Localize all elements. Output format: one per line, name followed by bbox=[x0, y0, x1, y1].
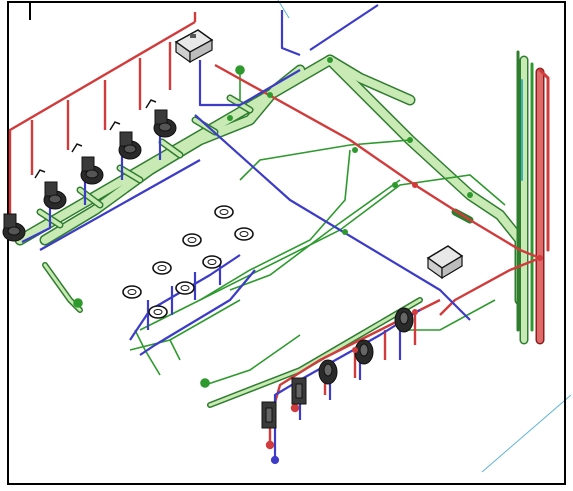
toilet-icon bbox=[2, 213, 26, 242]
washbasin-icon bbox=[214, 205, 234, 219]
washbasin-icon bbox=[148, 305, 168, 319]
washbasin-cluster bbox=[122, 205, 254, 319]
toilet-icon bbox=[118, 131, 142, 160]
urinal-icon bbox=[394, 307, 414, 333]
washbasin-icon bbox=[202, 255, 222, 269]
pipe-fittings bbox=[227, 57, 473, 235]
washbasin-icon bbox=[175, 281, 195, 295]
urinal-icon bbox=[261, 401, 277, 429]
washbasin-icon bbox=[122, 285, 142, 299]
toilet-icon bbox=[80, 156, 104, 185]
toilet-icon bbox=[153, 109, 177, 138]
sink-icon bbox=[426, 245, 464, 280]
toilet-row bbox=[2, 99, 177, 242]
vent-pipes bbox=[73, 65, 506, 388]
urinal-icon bbox=[318, 359, 338, 385]
hot-water-pipes bbox=[8, 12, 541, 450]
washbasin-icon bbox=[234, 227, 254, 241]
urinal-icon bbox=[291, 377, 307, 405]
drain-main-pipes bbox=[14, 54, 526, 408]
toilet-icon bbox=[43, 181, 67, 210]
red-fittings bbox=[352, 182, 543, 353]
vertical-risers bbox=[516, 50, 550, 345]
urinal-icon bbox=[354, 339, 374, 365]
urinal-row bbox=[261, 307, 414, 429]
sink-icon bbox=[174, 29, 214, 64]
washbasin-icon bbox=[182, 233, 202, 247]
washbasin-icon bbox=[152, 261, 172, 275]
